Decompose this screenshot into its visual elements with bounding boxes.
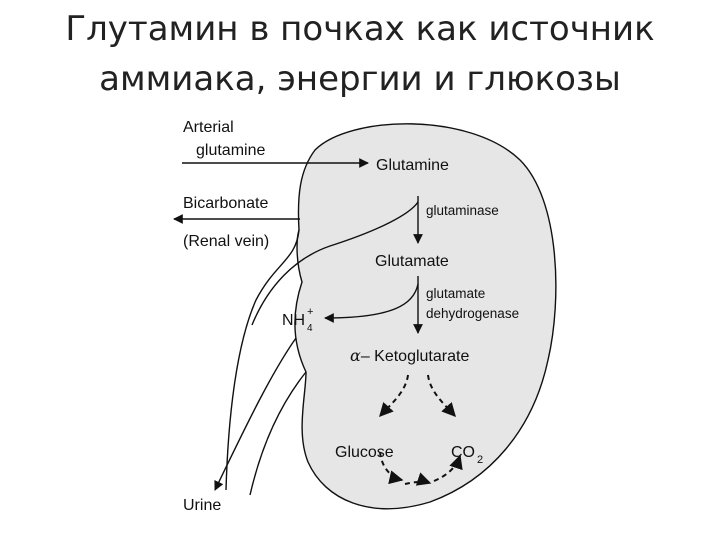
svg-text:CO: CO: [451, 444, 475, 461]
svg-text:2: 2: [477, 454, 483, 466]
label-renal-vein: (Renal vein): [183, 233, 269, 250]
urine-path-arrow: [214, 337, 297, 491]
label-nh4: NH 4 +: [282, 306, 313, 334]
ketoglutarate-text: – Ketoglutarate: [361, 348, 470, 365]
label-gdh-line1: glutamate: [426, 286, 485, 301]
label-gdh-line2: dehydrogenase: [426, 306, 519, 321]
label-urine: Urine: [183, 497, 221, 514]
svg-text:NH: NH: [282, 312, 305, 329]
label-glutamate: Glutamate: [375, 253, 449, 270]
cycle-arrow-co2: [433, 454, 463, 482]
slide-title: Глутамин в почках как источник аммиака, …: [0, 4, 720, 104]
cycle-arrow-left-down: [379, 374, 409, 418]
title-line-1: Глутамин в почках как источник: [65, 9, 655, 49]
cycle-arrow-glucose: [379, 451, 404, 485]
glutaminase-branch-curve: [251, 201, 419, 326]
kidney-shape: [294, 123, 557, 510]
label-glutaminase: glutaminase: [426, 203, 499, 218]
label-bicarbonate: Bicarbonate: [183, 195, 268, 212]
svg-text:+: +: [307, 306, 313, 318]
ureter-inner-outline: [249, 371, 307, 496]
label-glucose: Glucose: [335, 444, 394, 461]
alpha-symbol: α: [350, 346, 361, 365]
title-line-2: аммиака, энергии и глюкозы: [99, 59, 621, 99]
label-alpha-ketoglutarate: α– Ketoglutarate: [350, 346, 469, 365]
ureter-outline: [225, 229, 300, 491]
label-co2: CO 2: [451, 444, 483, 466]
svg-text:4: 4: [307, 323, 313, 334]
label-glutamine: Glutamine: [376, 157, 449, 174]
label-arterial: Arterial: [183, 119, 234, 136]
label-arterial-glutamine: glutamine: [196, 142, 265, 159]
nh4-arrow: [324, 283, 419, 323]
cycle-arrow-right-down: [427, 374, 456, 418]
cycle-arrow-bottom: [404, 472, 432, 486]
